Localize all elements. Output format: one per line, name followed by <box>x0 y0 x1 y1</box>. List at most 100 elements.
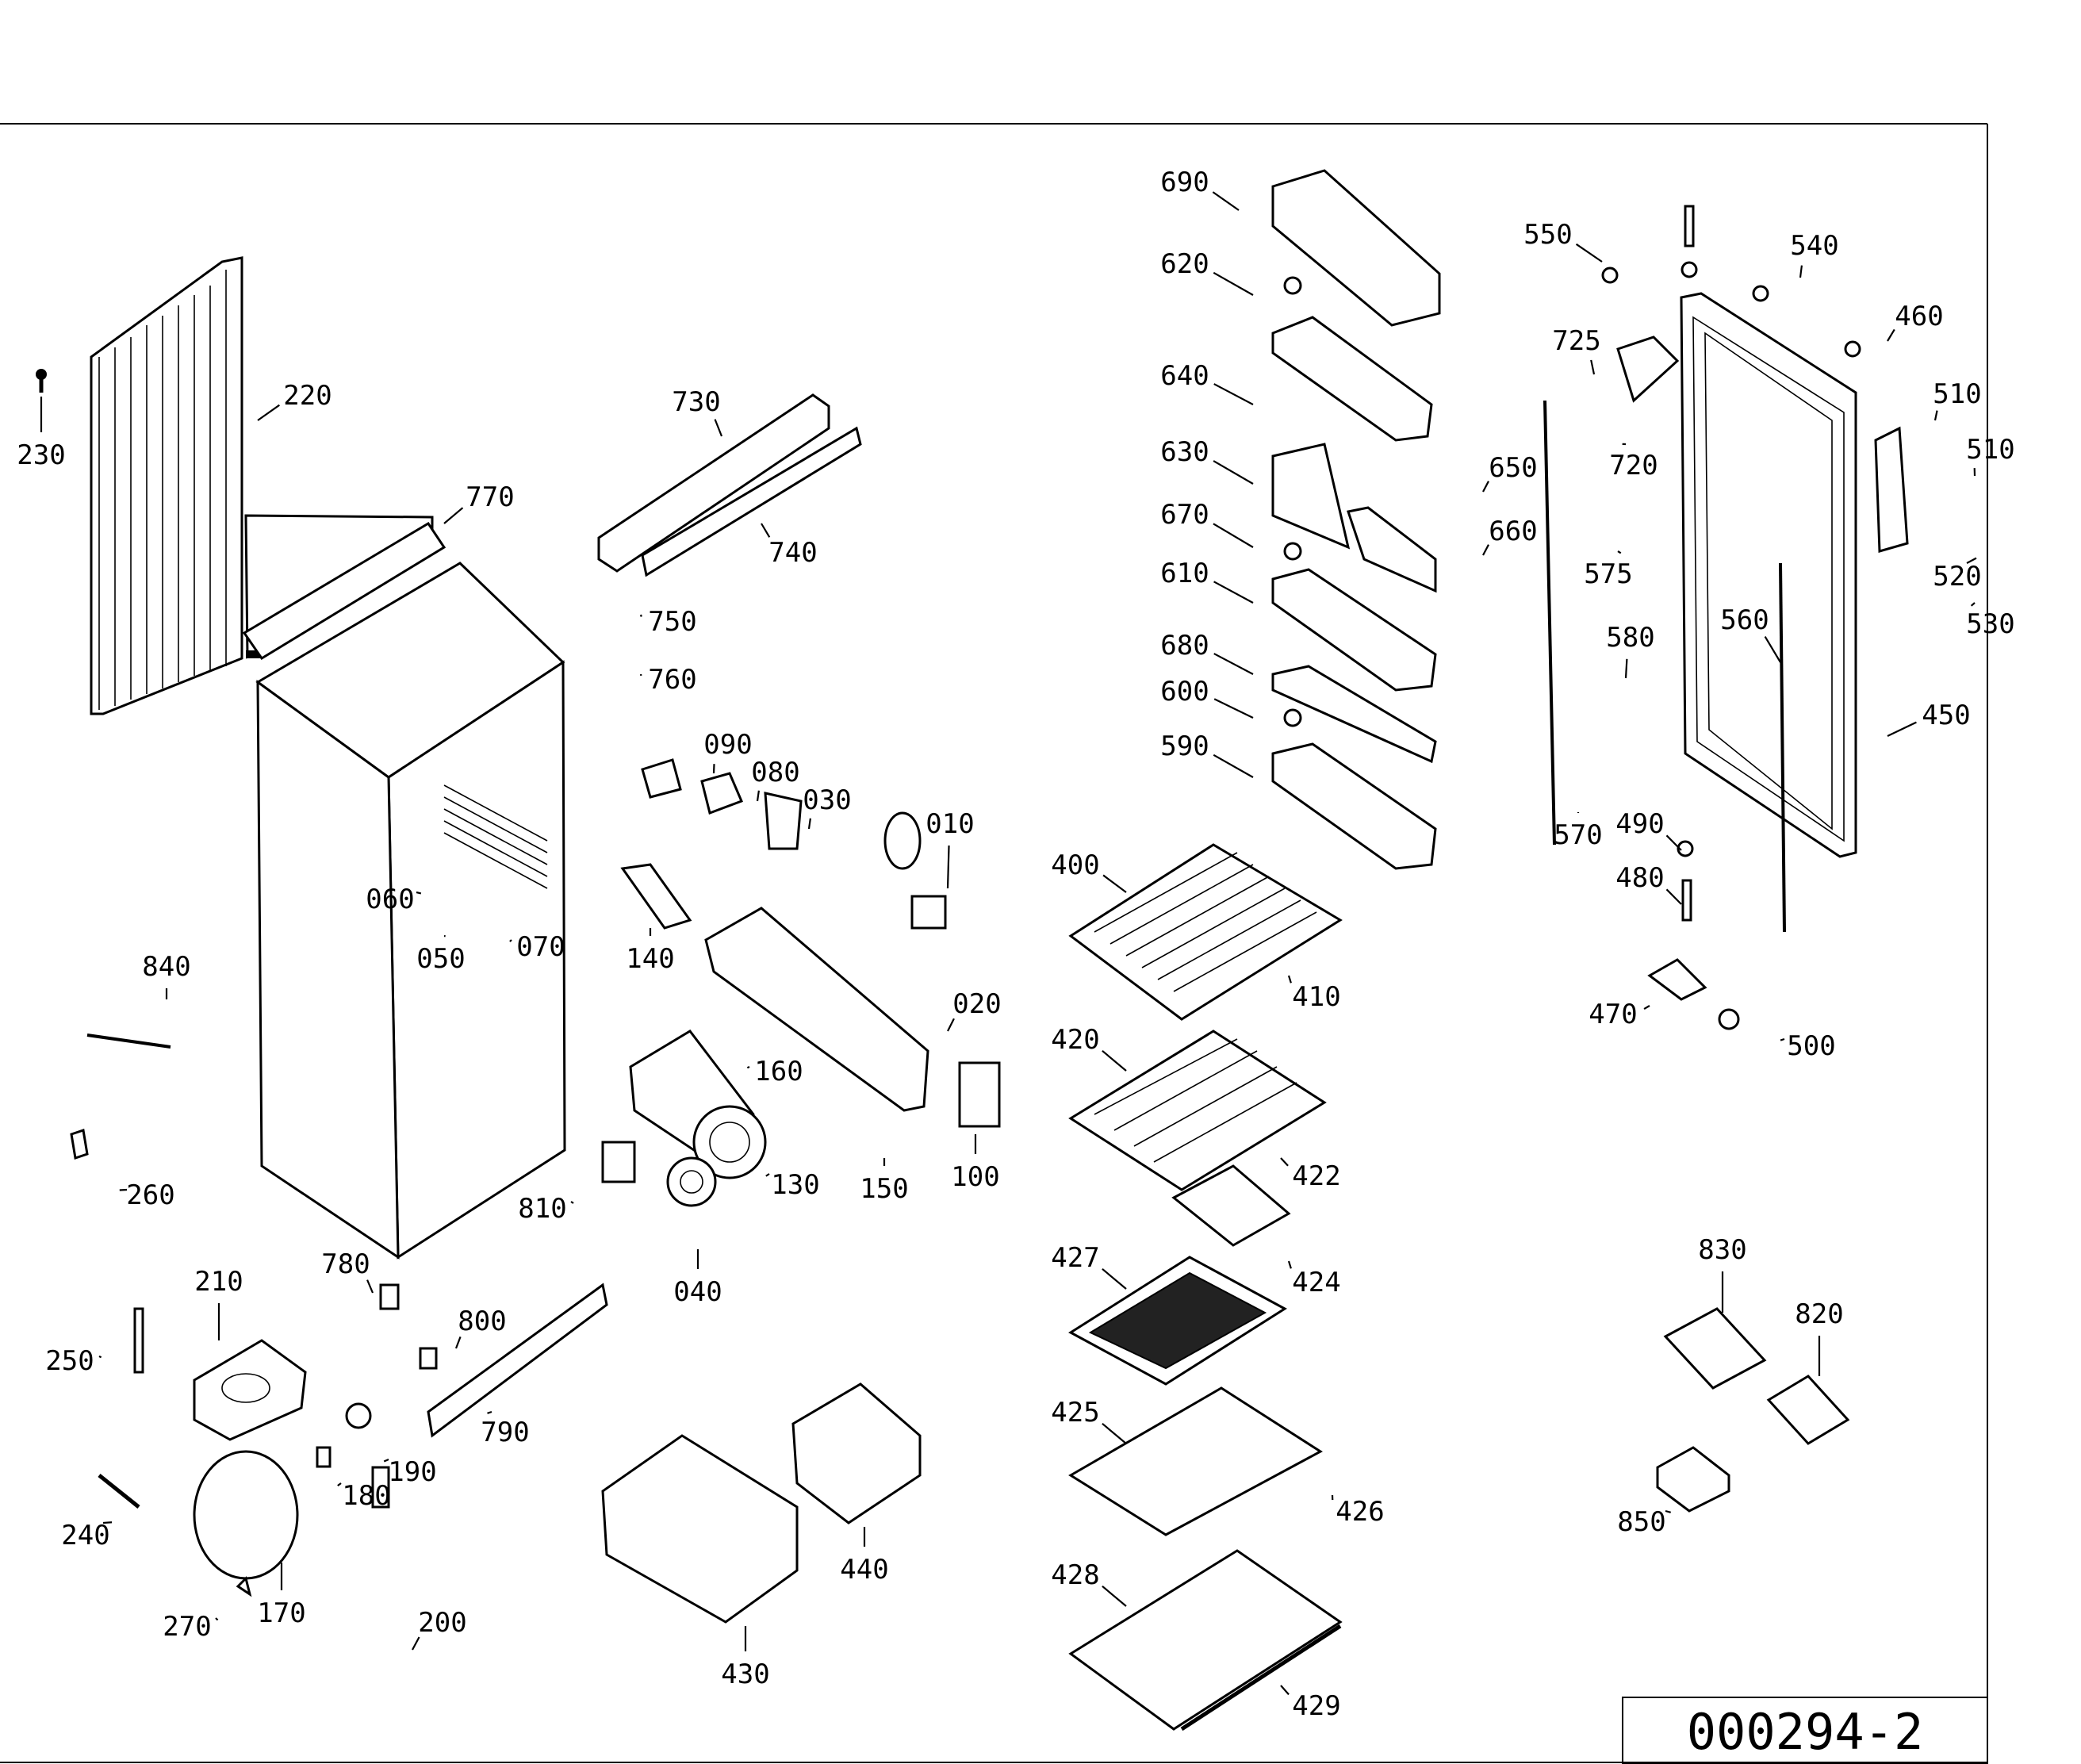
leader-line <box>257 404 280 421</box>
part-number-label: 500 <box>1787 1030 1835 1062</box>
leader-line <box>1102 1267 1127 1290</box>
part-number-label: 590 <box>1160 731 1209 762</box>
part-number-label: 850 <box>1617 1506 1665 1538</box>
part-number-label: 100 <box>951 1161 999 1193</box>
part-number-label: 260 <box>126 1179 174 1211</box>
part-number-label: 400 <box>1051 849 1099 881</box>
leader-line <box>337 1482 342 1487</box>
door-assembly <box>1543 205 1909 1030</box>
part-number-label: 550 <box>1523 219 1572 251</box>
part-number-label: 200 <box>418 1607 466 1639</box>
part-number-label: 270 <box>163 1611 211 1643</box>
leader-line <box>1780 1037 1785 1041</box>
part-number-label: 840 <box>142 951 190 983</box>
part-number-label: 510 <box>1966 434 2014 466</box>
condenser-coil <box>36 256 243 715</box>
leader-line <box>765 1173 770 1177</box>
part-number-label: 650 <box>1489 452 1537 484</box>
control-panel-housing <box>597 393 862 577</box>
leader-line <box>1213 754 1254 778</box>
fan-channel-assembly <box>601 758 1001 1207</box>
part-number-label: 220 <box>283 380 332 412</box>
part-number-label: 760 <box>648 664 696 696</box>
leader-line <box>1966 557 1977 564</box>
part-number-label: 540 <box>1790 230 1838 262</box>
part-number-label: 575 <box>1584 558 1632 590</box>
leader-line <box>714 419 723 437</box>
part-number-label: 010 <box>926 808 974 840</box>
part-number-label: 810 <box>518 1193 566 1225</box>
part-number-label: 530 <box>1966 608 2014 640</box>
leader-line <box>1887 721 1917 737</box>
vegetable-bins <box>601 1382 922 1624</box>
leader-line <box>1665 888 1682 905</box>
part-number-label: 750 <box>648 606 696 638</box>
leader-line <box>1287 975 1292 984</box>
part-number-label: 800 <box>458 1306 506 1337</box>
part-number-label: 040 <box>673 1276 722 1308</box>
part-number-label: 190 <box>388 1456 436 1488</box>
leader-line <box>756 790 760 802</box>
part-number-label: 422 <box>1292 1160 1340 1192</box>
leader-line <box>712 764 715 774</box>
part-number-label: 210 <box>194 1266 243 1298</box>
leader-line <box>1212 191 1240 211</box>
compressor-group <box>70 1033 608 1597</box>
part-number-label: 470 <box>1589 999 1637 1030</box>
leader-line <box>1617 550 1622 554</box>
leader-line <box>1213 523 1254 548</box>
leader-line <box>1213 383 1254 405</box>
part-number-label: 150 <box>860 1173 908 1205</box>
part-number-label: 450 <box>1922 700 1970 731</box>
leader-line <box>1933 410 1938 421</box>
part-number-label: 580 <box>1606 622 1654 654</box>
shelves-and-crispers <box>1068 843 1343 1731</box>
leader-line <box>1213 460 1254 485</box>
leader-line <box>1764 635 1781 663</box>
part-number-label: 820 <box>1795 1298 1843 1330</box>
leader-line <box>1887 328 1895 342</box>
leader-line <box>1213 698 1254 719</box>
leader-line <box>1213 653 1254 675</box>
cabinet-body <box>242 514 566 1260</box>
part-number-label: 640 <box>1160 360 1209 392</box>
part-number-label: 428 <box>1051 1559 1099 1591</box>
leader-line <box>102 1521 113 1524</box>
leader-line <box>443 507 464 524</box>
part-number-label: 160 <box>754 1056 803 1087</box>
part-number-label: 670 <box>1160 499 1209 531</box>
leader-line <box>1799 265 1803 278</box>
part-number-label: 720 <box>1609 450 1658 481</box>
leader-line <box>1213 581 1254 604</box>
part-number-label: 570 <box>1554 819 1602 851</box>
part-number-label: 790 <box>481 1417 529 1448</box>
leader-line <box>412 1636 420 1651</box>
part-number-label: 630 <box>1160 436 1209 468</box>
part-number-label: 427 <box>1051 1242 1099 1274</box>
part-number-label: 060 <box>366 884 414 915</box>
leader-line <box>1624 658 1628 679</box>
part-number-label: 690 <box>1160 167 1209 198</box>
part-number-label: 620 <box>1160 248 1209 280</box>
part-number-label: 600 <box>1160 676 1209 708</box>
leader-line <box>1590 359 1596 375</box>
part-number-label: 770 <box>466 481 514 513</box>
part-number-label: 140 <box>626 943 674 975</box>
part-number-label: 740 <box>768 537 817 569</box>
leader-line <box>1665 1509 1671 1513</box>
leader-line <box>746 1066 750 1069</box>
leader-line <box>1970 602 1976 607</box>
leader-line <box>947 1018 955 1032</box>
part-number-label: 730 <box>672 386 720 418</box>
leader-line <box>119 1188 128 1191</box>
leader-line <box>366 1279 374 1294</box>
leader-line <box>487 1410 492 1414</box>
leader-line <box>1287 1260 1292 1269</box>
part-number-label: 080 <box>751 757 799 788</box>
leader-lines <box>40 191 1977 1696</box>
leader-line <box>1665 834 1682 851</box>
leader-line <box>1102 1049 1127 1072</box>
part-number-label: 830 <box>1698 1234 1746 1266</box>
